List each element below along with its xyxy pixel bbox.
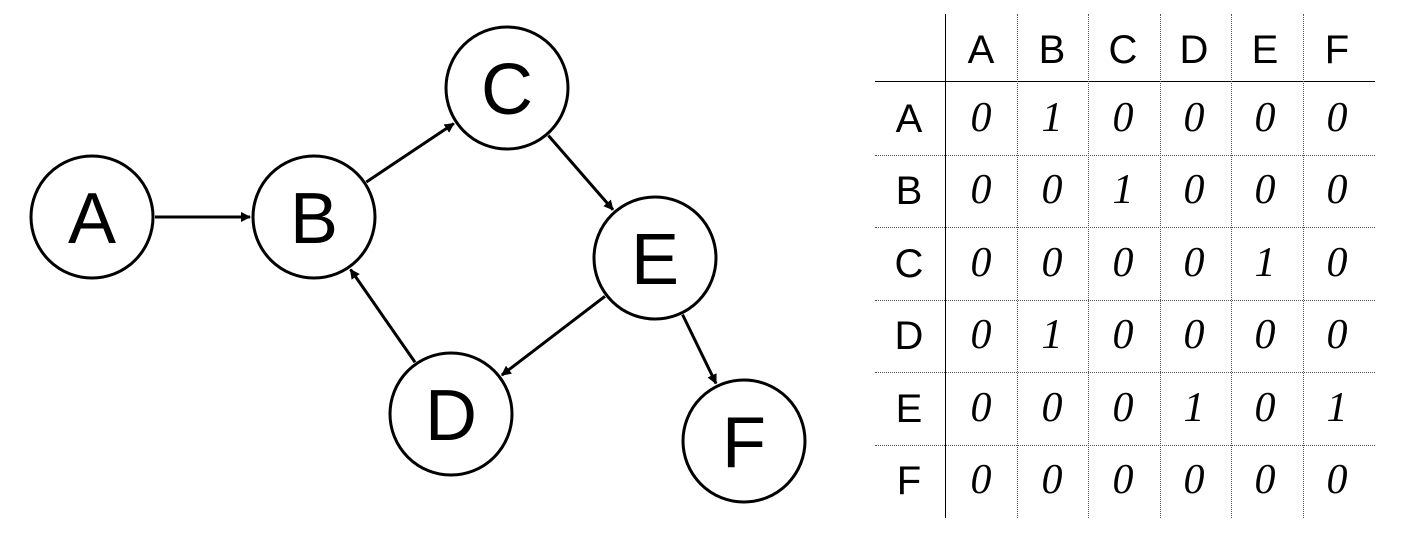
matrix-cell: 0: [970, 312, 992, 358]
row-divider: [875, 227, 1375, 228]
matrix-cell: 0: [1254, 457, 1276, 503]
node-d: D: [388, 351, 514, 477]
column-header-d: D: [1179, 28, 1209, 72]
row-header-a: A: [895, 97, 923, 141]
label-divider: [945, 14, 946, 518]
row-header-f: F: [896, 459, 922, 503]
matrix-cell: 1: [1041, 95, 1063, 141]
node-label: F: [722, 403, 766, 483]
matrix-cell: 1: [1326, 385, 1348, 431]
node-f: F: [681, 378, 807, 504]
matrix-cell: 0: [1183, 167, 1205, 213]
matrix-cell: 0: [1326, 457, 1348, 503]
matrix-cell: 0: [1112, 312, 1134, 358]
matrix-cell: 0: [970, 457, 992, 503]
edge-e-d: [500, 295, 606, 377]
column-header-a: A: [967, 28, 995, 72]
matrix-cell: 0: [970, 95, 992, 141]
matrix-cell: 0: [1183, 240, 1205, 286]
matrix-cell: 0: [970, 240, 992, 286]
matrix-cell: 0: [1183, 312, 1205, 358]
matrix-cell: 0: [1254, 167, 1276, 213]
row-divider: [875, 300, 1375, 301]
row-divider: [875, 155, 1375, 156]
node-a: A: [29, 154, 155, 280]
matrix-cell: 0: [1326, 167, 1348, 213]
node-label: B: [290, 179, 338, 259]
node-circle: [251, 154, 377, 280]
node-e: E: [592, 195, 718, 321]
matrix-cell: 0: [1041, 385, 1063, 431]
matrix-cell: 0: [1041, 457, 1063, 503]
column-divider: [1303, 14, 1304, 518]
matrix-cell: 0: [1254, 385, 1276, 431]
matrix-cell: 0: [970, 385, 992, 431]
matrix-cell: 0: [1326, 95, 1348, 141]
column-header-c: C: [1108, 28, 1138, 72]
matrix-cell: 0: [1254, 312, 1276, 358]
matrix-cell: 1: [1254, 240, 1276, 286]
edge-d-b: [349, 268, 417, 364]
row-header-b: B: [895, 169, 923, 213]
column-divider: [1017, 14, 1018, 518]
column-divider: [1088, 14, 1089, 518]
column-header-b: B: [1038, 28, 1066, 72]
matrix-cell: 0: [1326, 240, 1348, 286]
column-divider: [1160, 14, 1161, 518]
edge-e-f: [681, 313, 718, 385]
node-circle: [29, 154, 155, 280]
row-header-e: E: [895, 387, 923, 431]
node-label: E: [631, 220, 679, 300]
matrix-cell: 0: [1254, 95, 1276, 141]
row-header-c: C: [894, 242, 924, 286]
matrix-cell: 0: [1112, 95, 1134, 141]
row-divider: [875, 372, 1375, 373]
row-header-d: D: [894, 314, 924, 358]
matrix-cell: 0: [1112, 240, 1134, 286]
node-circle: [388, 351, 514, 477]
matrix-cell: 0: [1112, 385, 1134, 431]
edge-b-c: [365, 122, 455, 184]
row-divider: [875, 445, 1375, 446]
column-header-f: F: [1324, 28, 1350, 72]
matrix-cell: 0: [1183, 457, 1205, 503]
node-label: A: [68, 179, 116, 259]
matrix-cell: 0: [1326, 312, 1348, 358]
node-c: C: [444, 25, 570, 151]
node-circle: [592, 195, 718, 321]
column-header-e: E: [1251, 28, 1279, 72]
node-circle: [681, 378, 807, 504]
column-divider: [1231, 14, 1232, 518]
matrix-cell: 0: [1041, 240, 1063, 286]
directed-graph: A B C D E F: [29, 25, 807, 504]
node-circle: [444, 25, 570, 151]
matrix-cell: 0: [1112, 457, 1134, 503]
node-label: D: [425, 376, 477, 456]
matrix-cell: 0: [970, 167, 992, 213]
node-b: B: [251, 154, 377, 280]
header-divider: [875, 81, 1375, 82]
matrix-cell: 1: [1183, 385, 1205, 431]
matrix-cell: 0: [1041, 167, 1063, 213]
matrix-cell: 1: [1112, 167, 1134, 213]
node-label: C: [481, 50, 533, 130]
matrix-cell: 0: [1183, 95, 1205, 141]
edge-c-e: [547, 134, 615, 211]
matrix-cell: 1: [1041, 312, 1063, 358]
